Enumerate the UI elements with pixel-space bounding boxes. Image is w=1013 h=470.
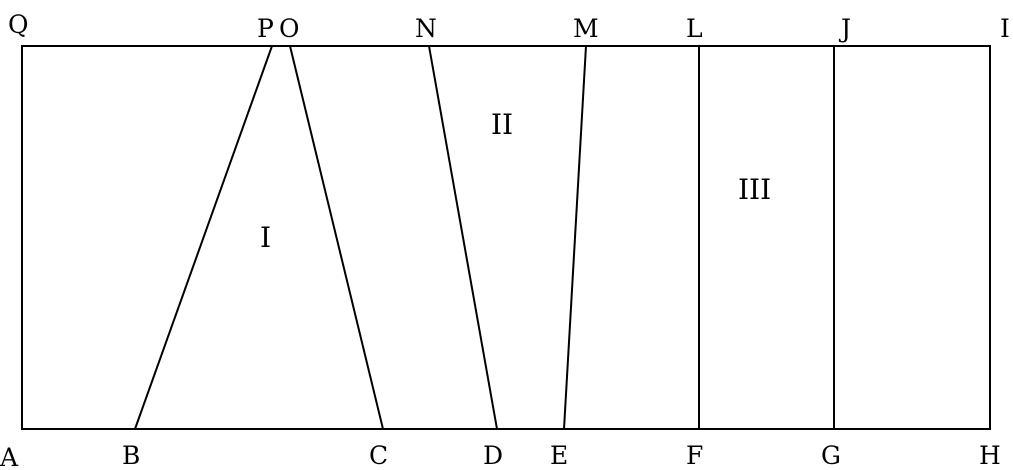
outer-rectangle: [21, 45, 991, 430]
point-label-n: N: [415, 14, 437, 43]
point-label-i: I: [1000, 14, 1010, 43]
point-label-h: H: [979, 441, 1001, 470]
point-label-f: F: [686, 441, 703, 470]
segment-em: [563, 45, 587, 430]
region-label-third: III: [738, 173, 771, 206]
point-label-b: B: [122, 441, 140, 470]
point-label-d: D: [483, 441, 503, 470]
point-label-c: C: [369, 441, 388, 470]
point-label-o: O: [279, 14, 300, 43]
point-label-q: Q: [8, 10, 29, 39]
region-label-first: I: [260, 221, 271, 254]
segment-co: [289, 45, 384, 430]
region-label-second: II: [491, 108, 513, 141]
point-label-j: J: [838, 14, 851, 43]
point-label-e: E: [550, 441, 568, 470]
segment-bp: [134, 45, 273, 430]
point-label-l: L: [686, 14, 703, 43]
segment-dn: [428, 45, 498, 430]
point-label-p: P: [257, 14, 274, 43]
point-label-a: A: [0, 443, 19, 470]
point-label-m: M: [573, 14, 599, 43]
point-label-g: G: [821, 441, 841, 470]
